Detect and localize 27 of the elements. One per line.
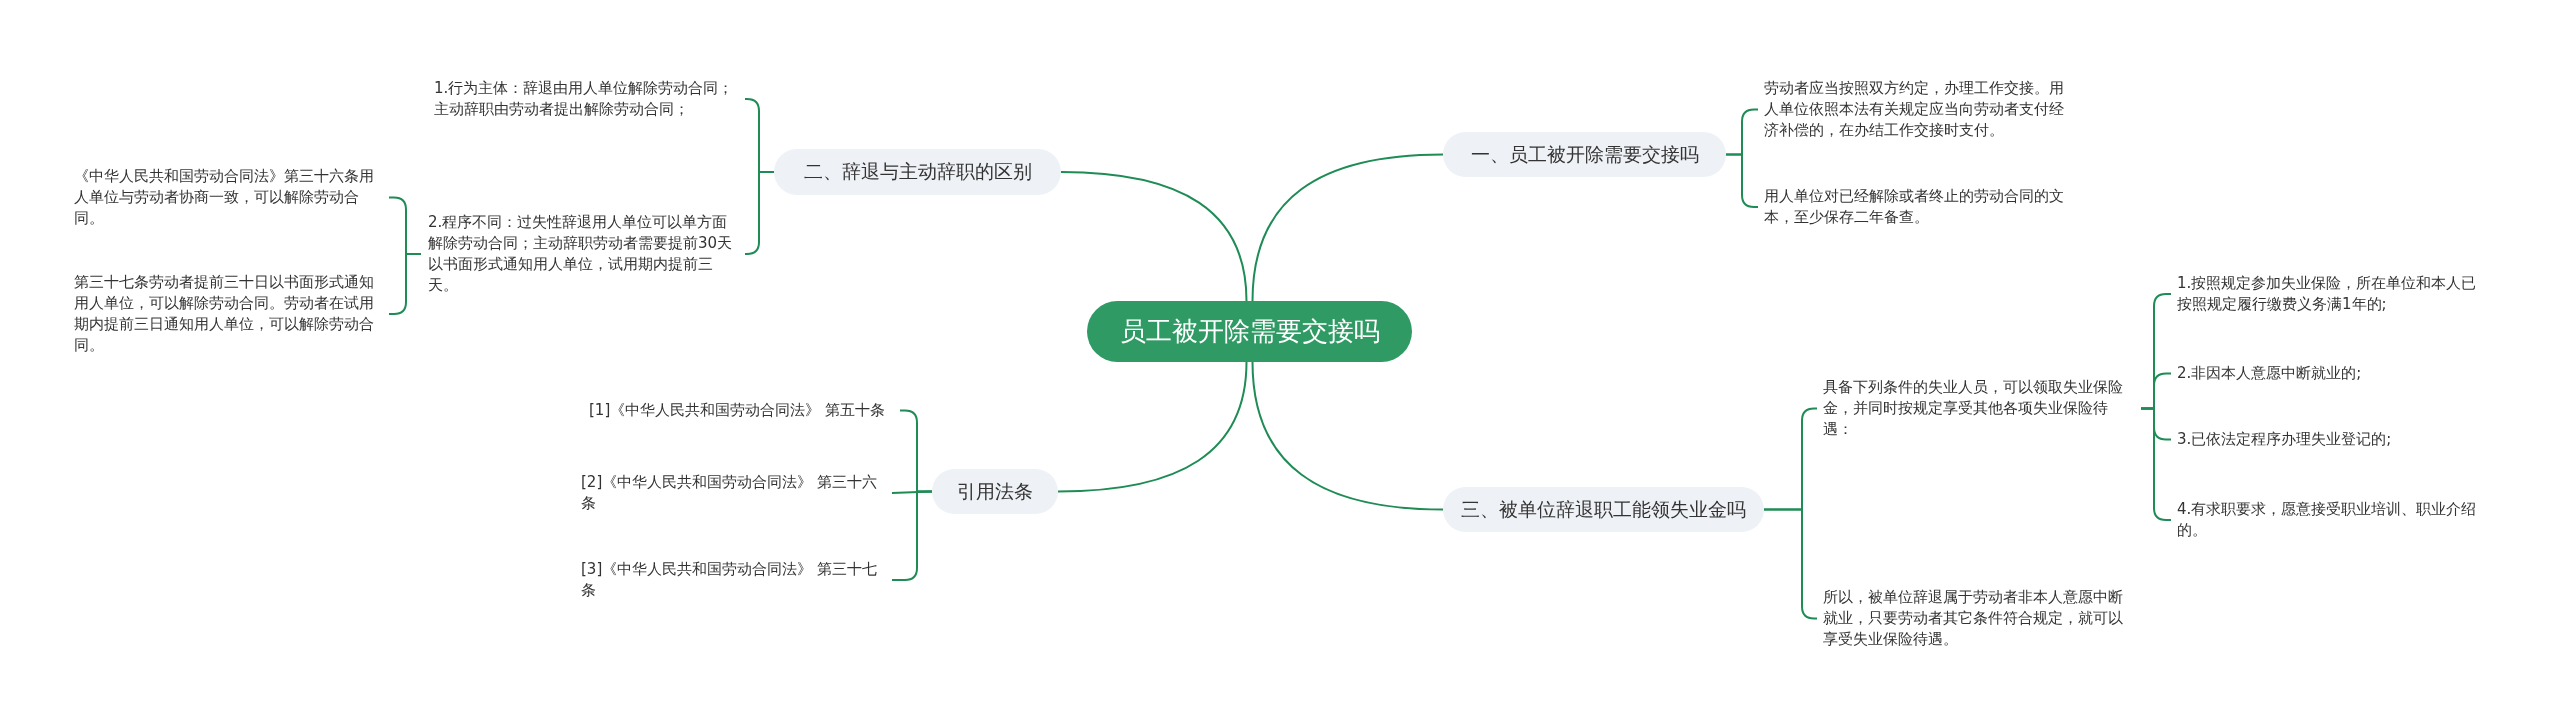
note-text: 3.已依法定程序办理失业登记的; (2171, 429, 2491, 450)
note-text: 1.按照规定参加失业保险，所在单位和本人已按照规定履行缴费义务满1年的; (2171, 273, 2491, 315)
note-text: 用人单位对已经解除或者终止的劳动合同的文本，至少保存二年备查。 (1758, 186, 2078, 228)
note-text: 2.程序不同：过失性辞退用人单位可以单方面解除劳动合同；主动辞职劳动者需要提前30天以书面形式通知用人单位，试用期内提前三天。 (421, 212, 745, 296)
connector-line (1251, 153, 1444, 302)
note-text: 具备下列条件的失业人员，可以领取失业保险金，并同时按规定享受其他各项失业保险待遇： (1817, 377, 2141, 440)
connector-line (1057, 361, 1248, 493)
note-text: 1.行为主体：辞退由用人单位解除劳动合同；主动辞职由劳动者提出解除劳动合同； (432, 78, 745, 120)
bracket-line (744, 171, 775, 255)
bracket-line (1763, 508, 1818, 620)
note-text: [1]《中华人民共和国劳动合同法》 第五十条 (589, 400, 900, 421)
bracket-line (1725, 153, 1759, 208)
connector-line (1060, 171, 1248, 302)
note-text: 2.非因本人意愿中断就业的; (2171, 363, 2491, 384)
note-text: 劳动者应当按照双方约定，办理工作交接。用人单位依照本法有关规定应当向劳动者支付经济补偿的，在办结工作交接时支付。 (1758, 78, 2078, 141)
note-text: 《中华人民共和国劳动合同法》第三十六条用人单位与劳动者协商一致，可以解除劳动合同。 (72, 166, 389, 229)
topic-pill: 三、被单位辞退职工能领失业金吗 (1443, 487, 1764, 532)
central-topic-box: 员工被开除需要交接吗 (1087, 301, 1412, 362)
topic-pill: 二、辞退与主动辞职的区别 (774, 149, 1061, 195)
note-text: [3]《中华人民共和国劳动合同法》 第三十七条 (581, 559, 892, 601)
note-text: [2]《中华人民共和国劳动合同法》 第三十六条 (581, 472, 892, 514)
topic-pill: 一、员工被开除需要交接吗 (1443, 132, 1726, 177)
topic-pill: 引用法条 (932, 469, 1058, 514)
connector-line (1251, 361, 1444, 511)
note-text: 4.有求职要求，愿意接受职业培训、职业介绍的。 (2171, 499, 2491, 541)
note-text: 第三十七条劳动者提前三十日以书面形式通知用人单位，可以解除劳动合同。劳动者在试用期内提前三日通知用人单位，可以解除劳动合同。 (72, 272, 389, 356)
note-text: 所以，被单位辞退属于劳动者非本人意愿中断就业，只要劳动者其它条件符合规定，就可以享受失业保险待遇。 (1817, 587, 2141, 650)
